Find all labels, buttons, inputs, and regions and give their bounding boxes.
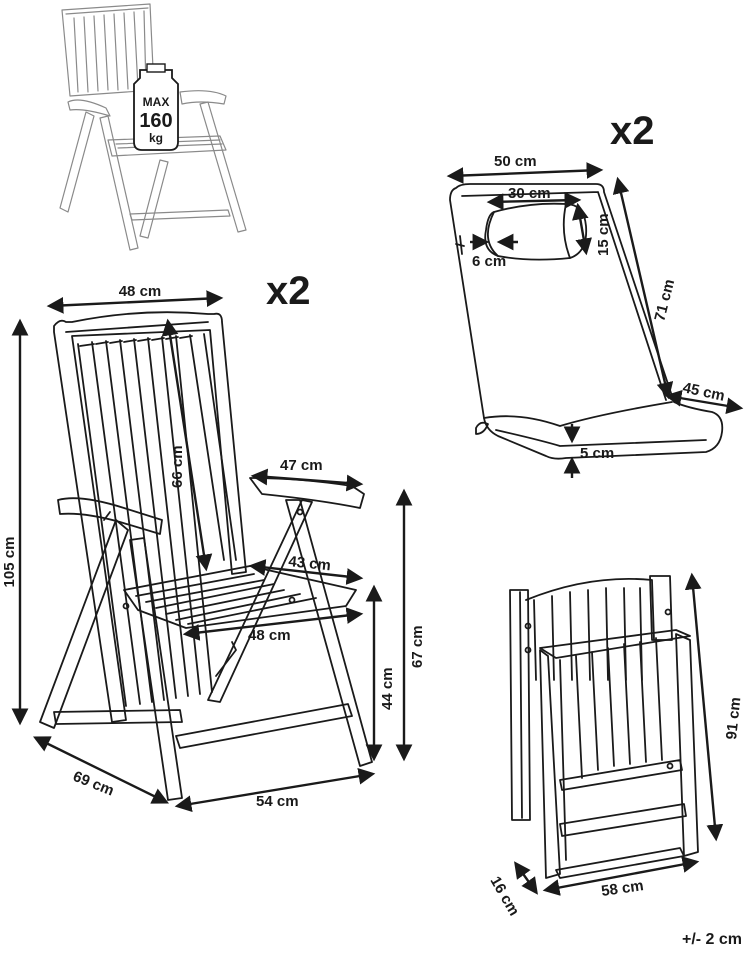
cushion-quantity: x2	[610, 109, 655, 153]
cushion-dimension-lines	[446, 162, 744, 478]
cushion-illustration	[449, 183, 724, 460]
dim-width-top: 48 cm	[119, 283, 162, 300]
folded-dim-height: 91 cm	[723, 696, 744, 740]
folded-dim-depth: 16 cm	[487, 874, 523, 919]
dim-seat-width: 48 cm	[248, 627, 291, 644]
dim-back-height: 66 cm	[169, 445, 186, 488]
dim-seat-height: 44 cm	[379, 667, 396, 710]
folded-chair-dimension-lines	[514, 572, 724, 896]
dim-width-bottom: 54 cm	[256, 793, 299, 810]
small-chair-illustration	[59, 3, 247, 251]
dim-depth: 69 cm	[71, 768, 117, 800]
cushion-dim-pillow-depth: 6 cm	[472, 253, 506, 270]
cushion-dim-pillow-height: 15 cm	[595, 213, 612, 256]
dim-total-height: 105 cm	[1, 537, 18, 588]
badge-max-label: MAX	[143, 95, 170, 109]
cushion-dim-length: 71 cm	[651, 278, 678, 323]
tolerance-note: +/- 2 cm	[682, 931, 742, 948]
badge-weight-unit: kg	[149, 131, 163, 145]
folded-dim-width: 58 cm	[600, 877, 644, 900]
dim-arm-height: 67 cm	[409, 625, 426, 668]
cushion-dim-thickness: 5 cm	[580, 445, 614, 462]
chair-quantity: x2	[266, 269, 311, 313]
badge-weight-value: 160	[139, 110, 172, 132]
folded-chair-illustration	[509, 575, 699, 879]
max-load-badge: MAX 160 kg	[133, 63, 179, 151]
dim-armrest: 47 cm	[280, 457, 323, 474]
main-chair-dimension-lines	[11, 290, 413, 813]
cushion-dim-pillow-width: 30 cm	[508, 185, 551, 202]
dim-seat-depth: 43 cm	[288, 553, 332, 574]
cushion-dim-width: 50 cm	[494, 153, 537, 170]
